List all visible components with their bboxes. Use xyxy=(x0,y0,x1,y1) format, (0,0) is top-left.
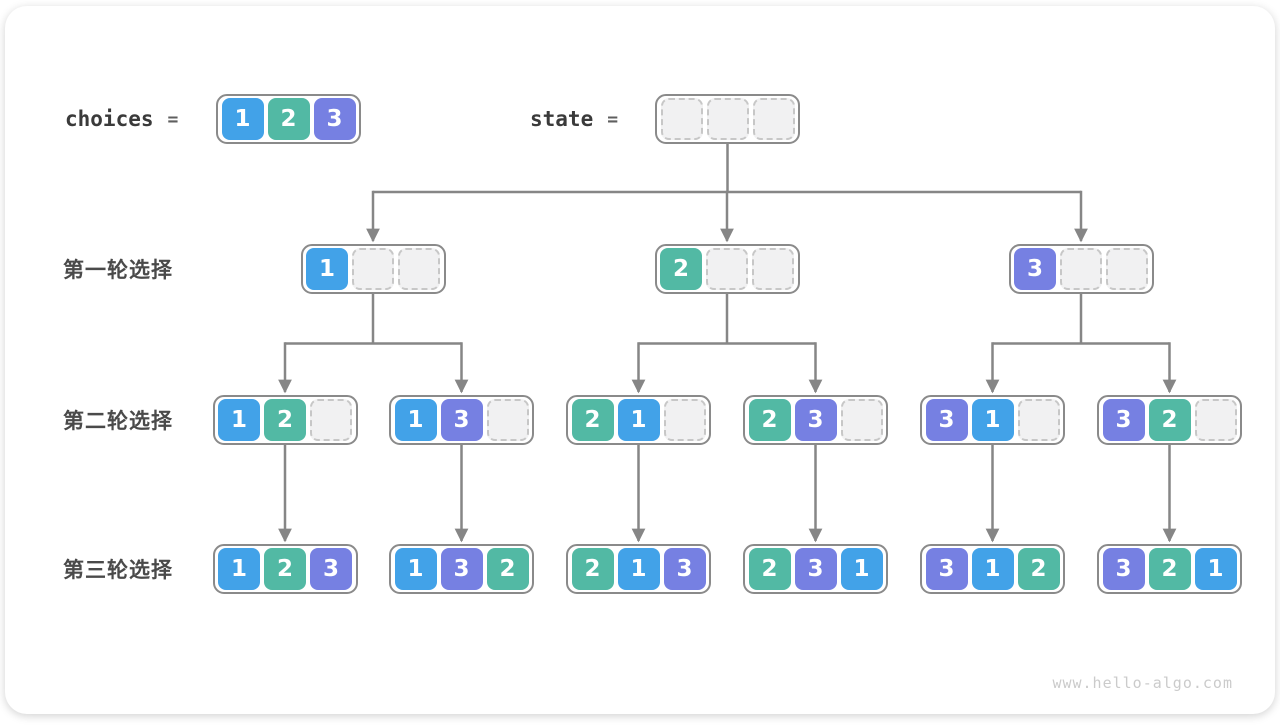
array-cell-empty xyxy=(1106,248,1148,290)
array-cell: 3 xyxy=(440,548,483,590)
array-cell-empty xyxy=(486,399,529,441)
row-label-round-1: 第一轮选择 xyxy=(63,259,173,282)
array-cell: 2 xyxy=(571,548,614,590)
state-label: state xyxy=(530,107,594,131)
choices-label-group: choices = xyxy=(65,94,178,144)
array-cell: 1 xyxy=(971,548,1014,590)
state-node-r1-3: 3 xyxy=(1008,244,1154,294)
array-cell-empty xyxy=(352,248,394,290)
state-label-group: state = xyxy=(530,94,618,144)
array-cell-empty xyxy=(752,248,794,290)
array-cell: 1 xyxy=(394,548,437,590)
array-cell: 2 xyxy=(264,399,306,441)
array-cell-empty xyxy=(660,98,703,140)
array-cell: 3 xyxy=(1102,399,1145,441)
equals-sign: = xyxy=(167,108,179,130)
array-cell: 2 xyxy=(1148,399,1191,441)
array-cell: 3 xyxy=(925,548,968,590)
array-cell: 2 xyxy=(264,548,306,590)
array-cell: 2 xyxy=(1148,548,1191,590)
array-cell: 2 xyxy=(486,548,529,590)
array-cell: 1 xyxy=(394,399,437,441)
array-cell-empty xyxy=(840,399,883,441)
equals-sign: = xyxy=(607,108,619,130)
array-cell: 3 xyxy=(794,399,837,441)
array-cell: 3 xyxy=(440,399,483,441)
array-cell: 3 xyxy=(313,98,356,140)
array-cell: 3 xyxy=(310,548,352,590)
array-cell: 2 xyxy=(571,399,614,441)
array-cell: 3 xyxy=(925,399,968,441)
array-cell: 1 xyxy=(218,548,260,590)
row-label-round-3: 第三轮选择 xyxy=(63,559,173,582)
array-cell: 1 xyxy=(617,399,660,441)
array-cell: 1 xyxy=(617,548,660,590)
state-node-r1-1: 1 xyxy=(300,244,446,294)
array-cell-empty xyxy=(706,248,748,290)
array-cell: 2 xyxy=(748,399,791,441)
array-cell-empty xyxy=(1017,399,1060,441)
array-cell: 3 xyxy=(1102,548,1145,590)
row-label-round-2: 第二轮选择 xyxy=(63,410,173,433)
array-cell: 2 xyxy=(660,248,702,290)
array-cell: 3 xyxy=(663,548,706,590)
array-cell-empty xyxy=(706,98,749,140)
state-array xyxy=(655,94,800,144)
array-cell: 1 xyxy=(221,98,264,140)
array-cell: 2 xyxy=(748,548,791,590)
array-cell-empty xyxy=(398,248,440,290)
choices-label: choices xyxy=(65,107,154,131)
array-cell: 3 xyxy=(794,548,837,590)
array-cell-empty xyxy=(1060,248,1102,290)
array-cell: 3 xyxy=(1014,248,1056,290)
state-node-r1-2: 2 xyxy=(654,244,800,294)
array-cell: 1 xyxy=(218,399,260,441)
array-cell: 1 xyxy=(971,399,1014,441)
array-cell: 2 xyxy=(267,98,310,140)
array-cell-empty xyxy=(310,399,352,441)
array-cell-empty xyxy=(752,98,795,140)
watermark: www.hello-algo.com xyxy=(1052,674,1233,692)
array-cell-empty xyxy=(663,399,706,441)
array-cell: 1 xyxy=(1194,548,1237,590)
array-cell-empty xyxy=(1194,399,1237,441)
array-cell: 2 xyxy=(1017,548,1060,590)
tree-connectors xyxy=(278,144,1177,543)
array-cell: 1 xyxy=(840,548,883,590)
array-cell: 1 xyxy=(306,248,348,290)
